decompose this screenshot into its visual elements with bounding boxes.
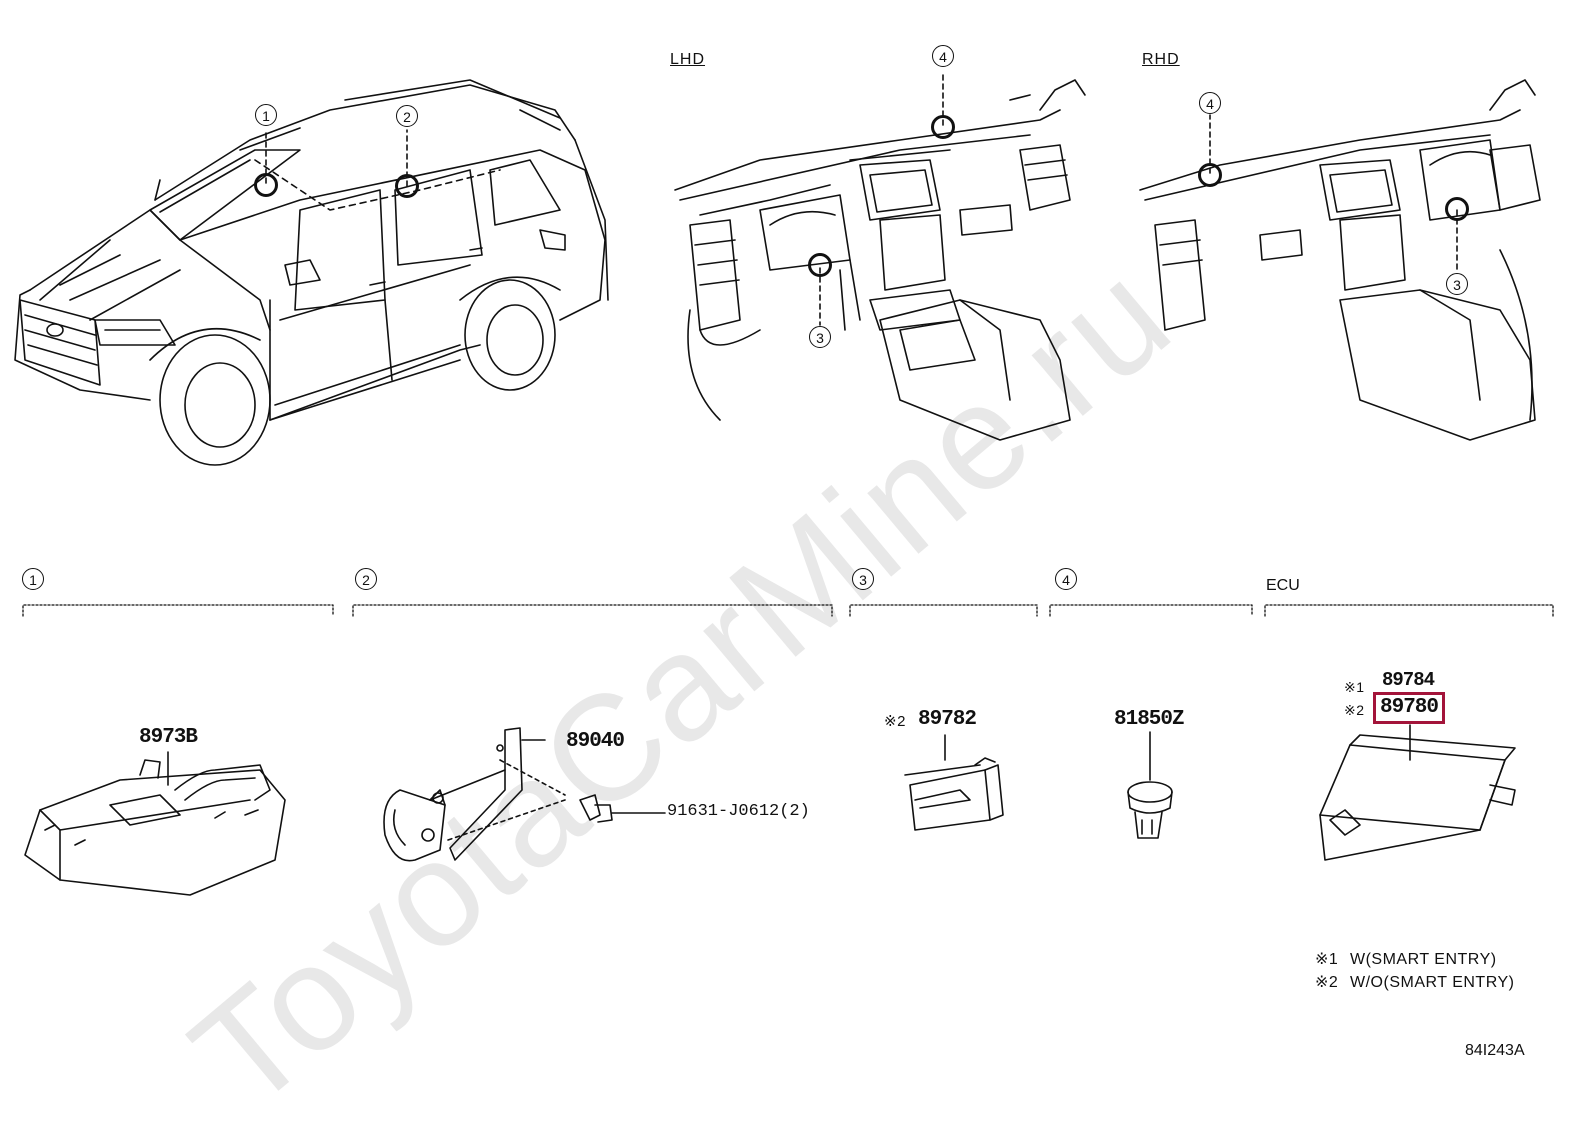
legend-note-1-text: W(SMART ENTRY) (1350, 951, 1497, 968)
section-ecu-label: ECU (1266, 577, 1300, 594)
part-number-91631[interactable]: 91631-J0612(2) (667, 802, 810, 821)
section-3-label: 3 (852, 568, 874, 590)
drawing-id: 84I243A (1465, 1042, 1525, 1059)
callout-3-lhd: 3 (809, 326, 831, 348)
callout-2: 2 (396, 105, 418, 127)
callout-1: 1 (255, 104, 277, 126)
callout-4-rhd: 4 (1199, 92, 1221, 114)
section-1-label: 1 (22, 568, 44, 590)
part-number-81850z[interactable]: 81850Z (1114, 708, 1185, 731)
legend-note-1-mark: ※1 (1315, 951, 1339, 968)
part-number-89040[interactable]: 89040 (566, 730, 625, 753)
part-81850z-illustration (1127, 731, 1173, 839)
section-4-label: 4 (1055, 568, 1077, 590)
section-2-label: 2 (355, 568, 377, 590)
part-89782-illustration (904, 734, 1004, 831)
ecu-2-mark: ※2 (1344, 702, 1365, 718)
parts-diagram-illustration (14, 71, 1554, 896)
ecu-1-mark: ※1 (1344, 679, 1365, 695)
part-number-89784[interactable]: 89784 (1382, 669, 1435, 691)
vehicle-illustration (14, 79, 609, 466)
highlight-box-89780 (1373, 692, 1445, 724)
part-number-89780[interactable]: 89780 (1380, 696, 1439, 719)
p3-note-mark: ※2 (884, 713, 906, 730)
lhd-view-label: LHD (670, 51, 706, 68)
part-number-89782[interactable]: 89782 (918, 708, 977, 731)
part-8973b-illustration (24, 751, 286, 896)
part-89040-illustration (383, 727, 666, 862)
rhd-view-label: RHD (1142, 51, 1180, 68)
rhd-dashboard-illustration (1139, 79, 1541, 441)
part-ecu-illustration (1319, 724, 1516, 861)
lhd-dashboard-illustration (674, 71, 1086, 441)
callout-4-lhd: 4 (932, 45, 954, 67)
callout-3-rhd: 3 (1446, 273, 1468, 295)
legend-note-2-mark: ※2 (1315, 974, 1339, 991)
legend-note-2-text: W/O(SMART ENTRY) (1350, 974, 1515, 991)
part-number-8973b[interactable]: 8973B (139, 726, 198, 749)
